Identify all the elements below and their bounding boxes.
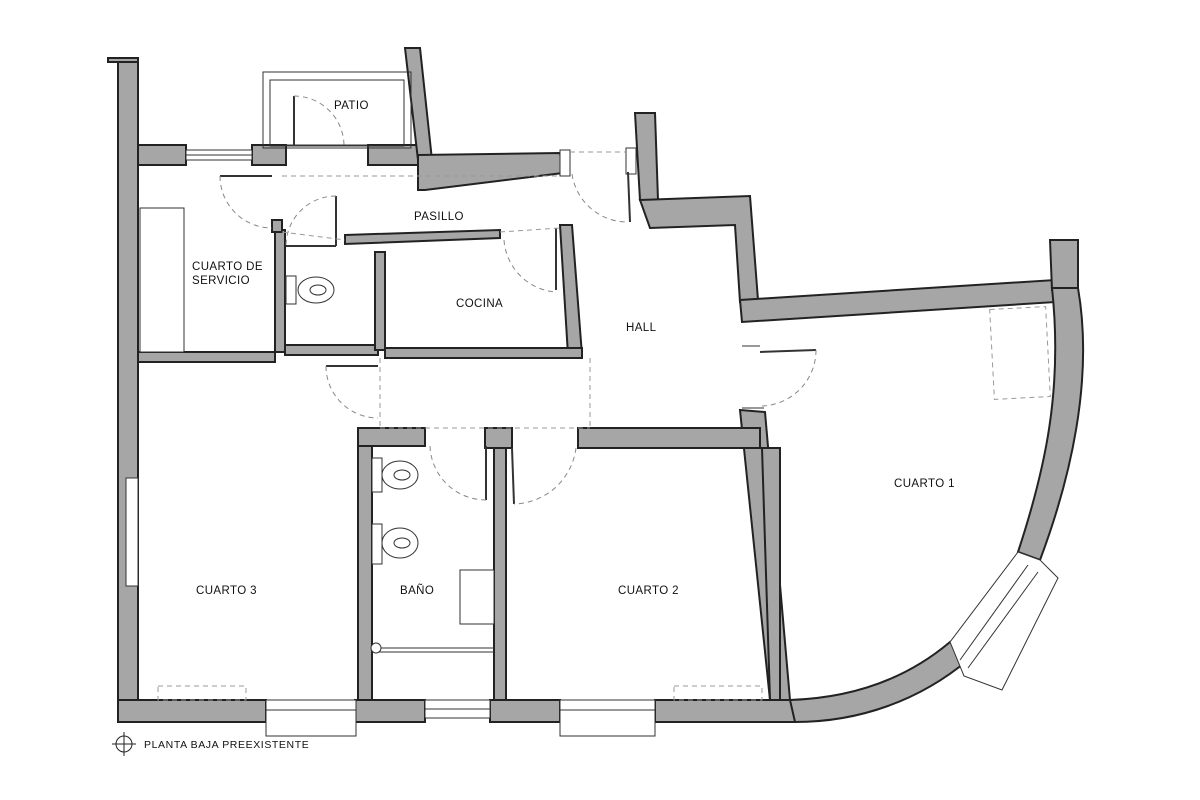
- door-cuarto1: [759, 349, 817, 353]
- window-cuarto3-south: [265, 699, 357, 737]
- wall-west-top: [107, 57, 139, 63]
- label-cuarto-3: CUARTO 3: [196, 585, 257, 597]
- label-cuarto-2: CUARTO 2: [618, 585, 679, 597]
- wall-cuarto2-east: [760, 447, 781, 701]
- wall-cuarto1-curve-low: [788, 640, 970, 724]
- wall-bano-top-mid: [484, 427, 513, 449]
- wall-south-3: [489, 699, 561, 723]
- label-hall: HALL: [626, 322, 657, 334]
- label-cuarto-servicio-1: CUARTO DE: [192, 261, 263, 273]
- label-patio: PATIO: [334, 100, 369, 112]
- patio-outline: [262, 71, 412, 149]
- windows: [125, 147, 1059, 737]
- wall-cocina-top: [344, 228, 501, 246]
- fixtures: [139, 207, 495, 654]
- toilet-icon: [285, 275, 335, 305]
- label-pasillo: PASILLO: [414, 211, 464, 223]
- window-cuarto1-bay: [949, 551, 1059, 691]
- window-cuarto2-south: [559, 699, 656, 737]
- wall-south-4: [654, 699, 796, 723]
- doors: [219, 171, 817, 505]
- doorway-frame-hall: [559, 149, 571, 177]
- wall-servicebath-east: [374, 251, 386, 351]
- wall-cuarto2-top: [577, 427, 761, 449]
- wall-cuarto2-west: [493, 447, 507, 701]
- drawing-title: PLANTA BAJA PREEXISTENTE: [144, 739, 309, 751]
- label-bano: BAÑO: [400, 584, 434, 597]
- wall-servicebath-west: [274, 229, 286, 353]
- wall-bano-west: [357, 427, 373, 701]
- bidet-icon: [371, 523, 419, 565]
- cuarto1-wardrobe: [989, 306, 1051, 400]
- wall-cuarto3-top: [137, 351, 276, 363]
- caption: PLANTA BAJA PREEXISTENTE: [112, 732, 309, 756]
- wall-hall-step: [638, 194, 760, 304]
- labels: PATIO PASILLO CUARTO DE SERVICIO COCINA …: [192, 100, 955, 597]
- window-cuarto3-west: [125, 477, 139, 587]
- wall-cuarto1-curve: [1016, 287, 1085, 562]
- walls: [107, 47, 1085, 724]
- wall-south-2: [354, 699, 426, 723]
- label-cuarto-1: CUARTO 1: [894, 478, 955, 490]
- wall-servicebath-bottom: [284, 344, 379, 356]
- wall-patio-column: [271, 219, 283, 233]
- wall-patio-east: [403, 47, 434, 161]
- wall-bano-top: [357, 427, 426, 447]
- wall-hall-north-column: [633, 112, 660, 201]
- wall-west: [108, 57, 139, 721]
- wall-south-1: [117, 699, 267, 723]
- wall-cuarto1-north: [738, 278, 1058, 324]
- wall-pasillo-north: [417, 151, 565, 191]
- label-cocina: COCINA: [456, 298, 503, 310]
- bath-basin: [459, 569, 495, 625]
- wall-cocina-east: [558, 224, 584, 356]
- doorway-frame-hall-2: [625, 147, 637, 175]
- cuarto2-wardrobe: [673, 685, 763, 701]
- tub-drain-icon: [370, 642, 382, 654]
- patio: [262, 71, 412, 149]
- cuarto3-wardrobe: [157, 685, 247, 701]
- wall-north-1: [137, 144, 187, 166]
- wall-cuarto1-east-top: [1048, 239, 1079, 291]
- wall-cocina-bottom: [384, 347, 583, 359]
- label-cuarto-servicio-2: SERVICIO: [192, 275, 250, 287]
- north-arrow-icon: [112, 732, 136, 756]
- service-counter: [139, 207, 185, 353]
- patio-inner: [269, 79, 405, 147]
- toilet-icon: [371, 457, 419, 493]
